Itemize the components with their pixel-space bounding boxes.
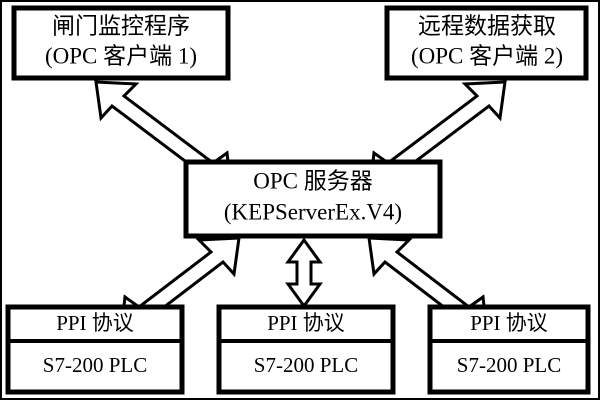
plc-right-protocol: PPI 协议	[470, 311, 548, 335]
client2-line1: 远程数据获取	[418, 13, 556, 38]
client1-box	[11, 5, 231, 81]
connector-server-plccenter	[285, 237, 323, 309]
node-opc-server[interactable]: OPC 服务器 (KEPServerEx.V4)	[183, 159, 443, 239]
node-plc-center[interactable]: PPI 协议 S7-200 PLC	[216, 304, 396, 395]
plc-center-protocol: PPI 协议	[267, 311, 345, 335]
node-client1[interactable]: 闸门监控程序 (OPC 客户端 1)	[11, 5, 231, 81]
node-plc-right[interactable]: PPI 协议 S7-200 PLC	[427, 304, 591, 395]
client1-line1: 闸门监控程序	[52, 13, 190, 38]
server-line1: OPC 服务器	[253, 168, 373, 193]
server-box	[183, 159, 443, 239]
client2-line2: (OPC 客户端 2)	[411, 43, 563, 68]
node-plc-left[interactable]: PPI 协议 S7-200 PLC	[5, 304, 185, 395]
node-client2[interactable]: 远程数据获取 (OPC 客户端 2)	[384, 5, 589, 81]
plc-left-device: S7-200 PLC	[43, 353, 147, 377]
client2-box	[384, 5, 589, 81]
plc-center-device: S7-200 PLC	[254, 353, 358, 377]
server-line2: (KEPServerEx.V4)	[224, 199, 402, 224]
client1-line2: (OPC 客户端 1)	[45, 43, 197, 68]
plc-right-box	[427, 304, 591, 395]
plc-left-box	[5, 304, 185, 395]
plc-left-protocol: PPI 协议	[56, 311, 134, 335]
plc-center-box	[216, 304, 396, 395]
plc-right-device: S7-200 PLC	[457, 353, 561, 377]
